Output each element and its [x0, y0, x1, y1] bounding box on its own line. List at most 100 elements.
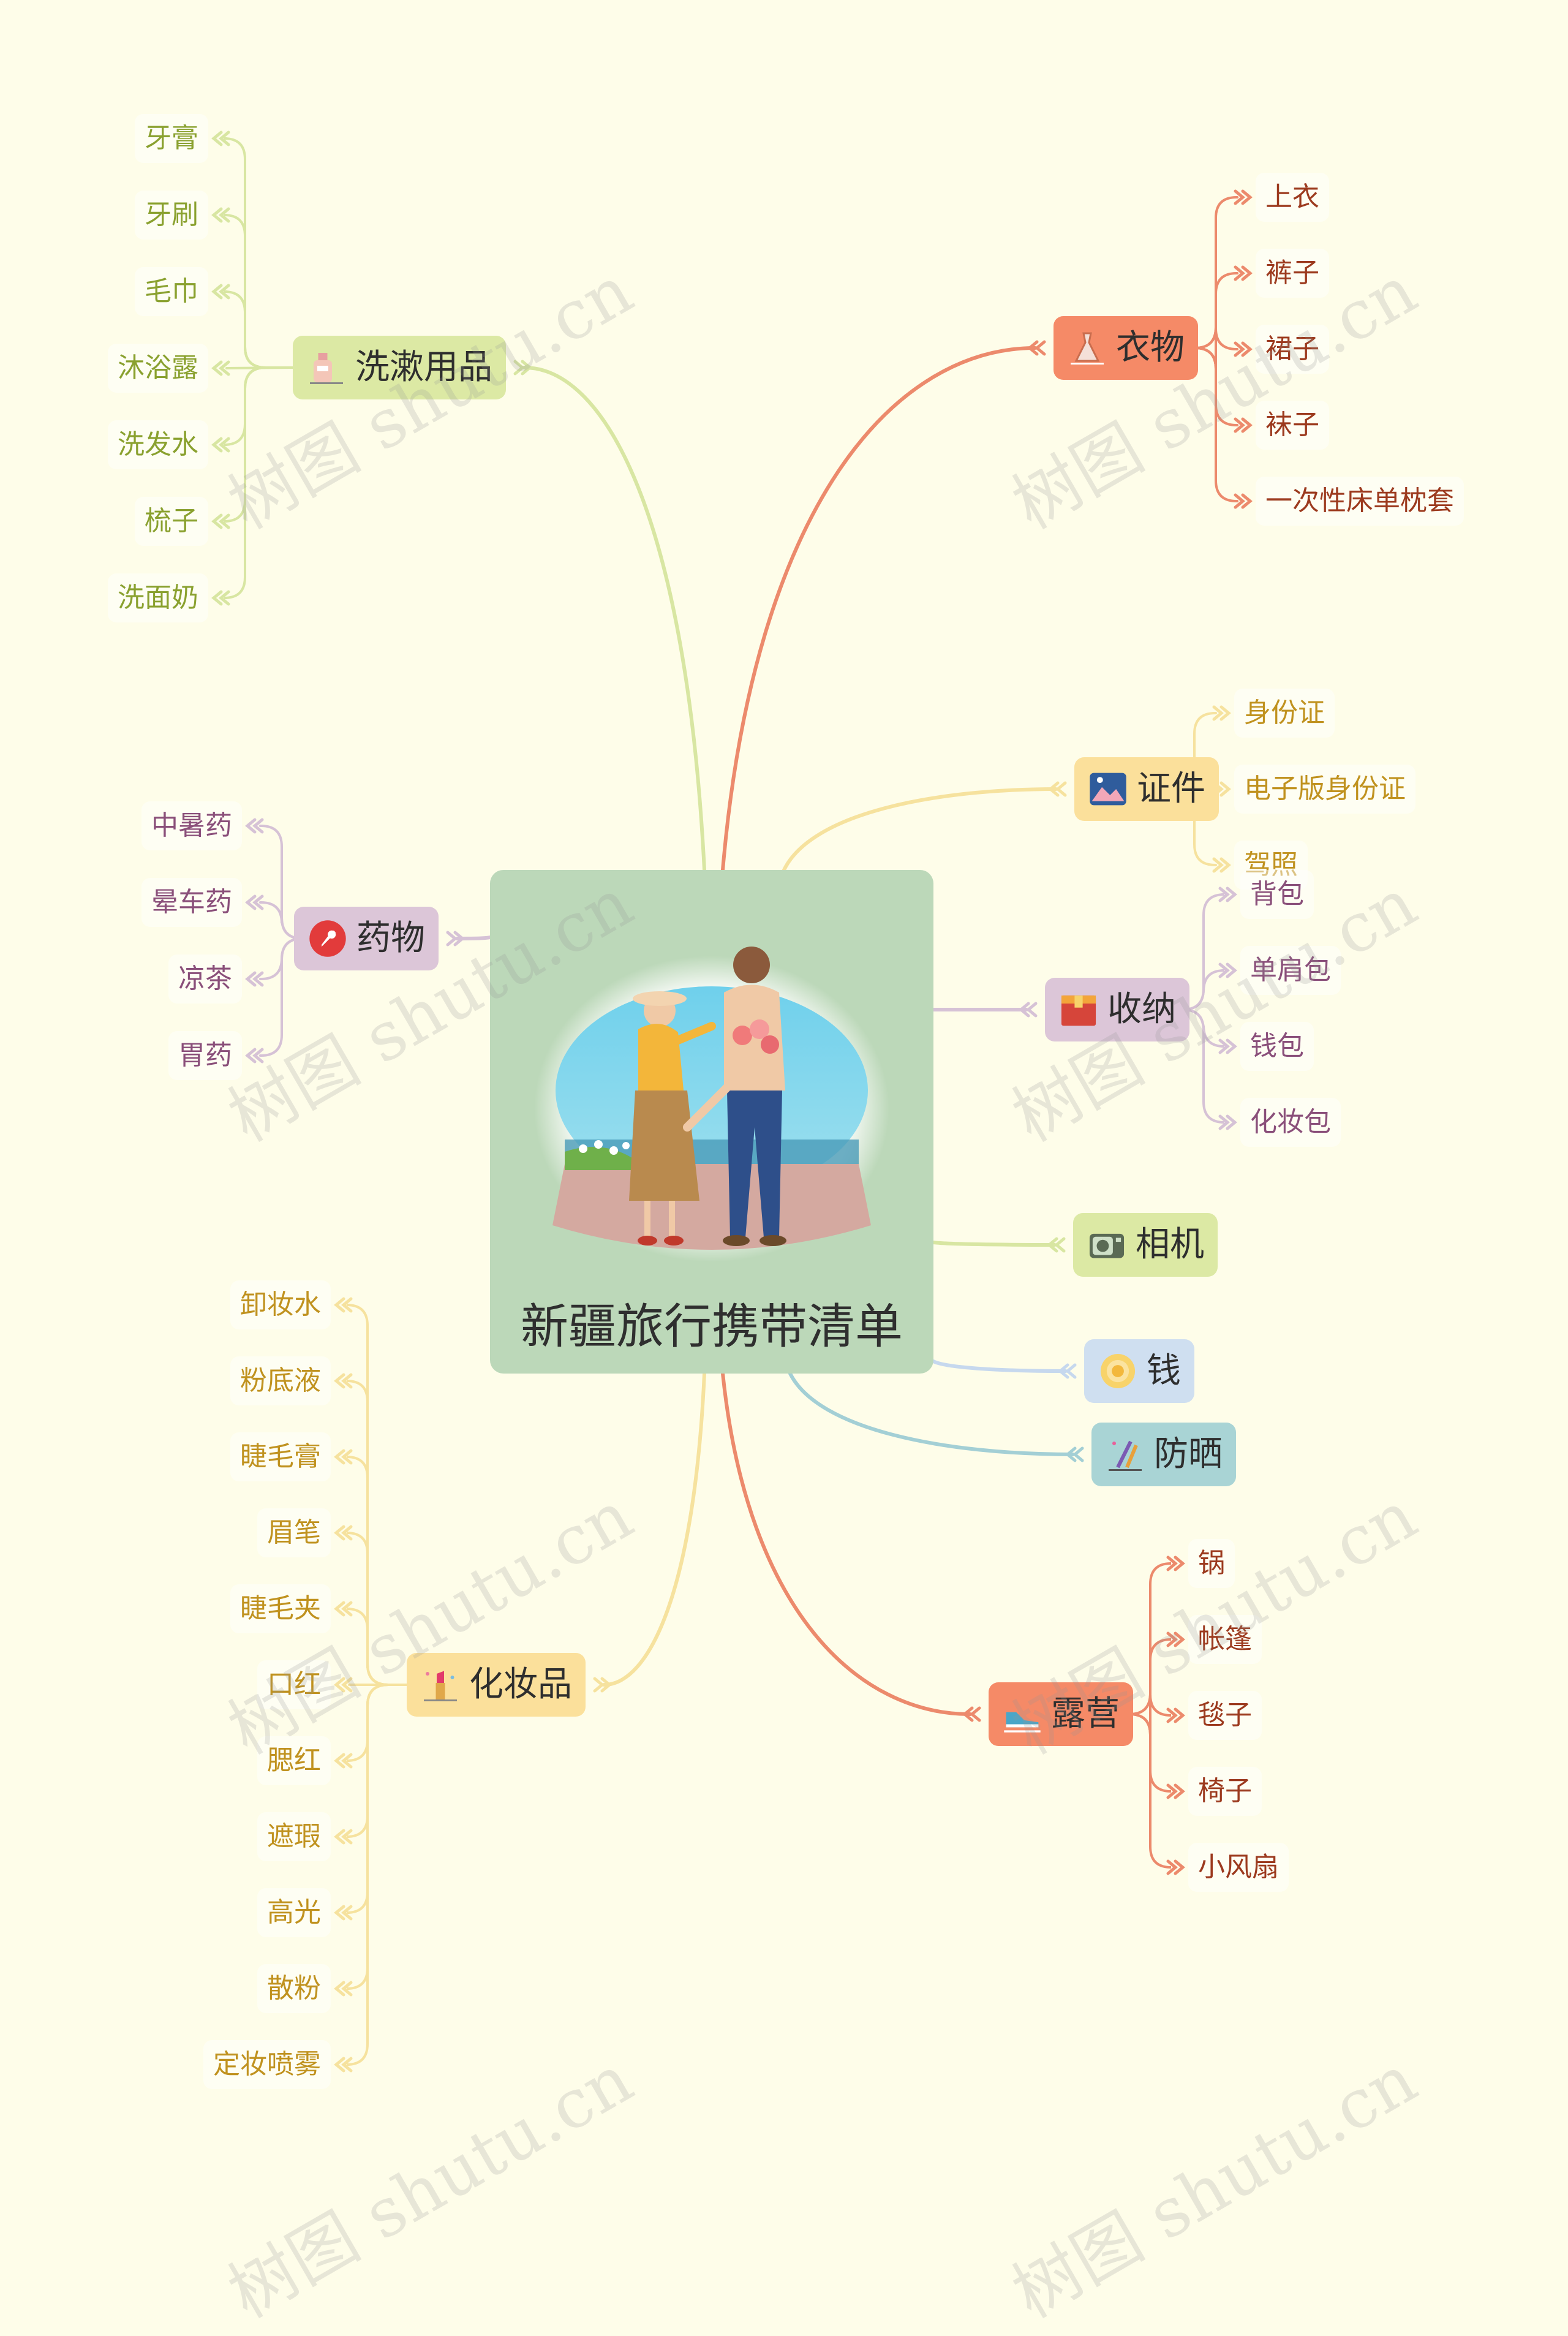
branch-qian[interactable]: 钱 [1084, 1339, 1194, 1403]
leaf-item[interactable]: 电子版身份证 [1234, 765, 1415, 814]
chevron-arrow-icon [1234, 417, 1253, 433]
connector-line [346, 1456, 408, 1686]
leaf-item[interactable]: 定妆喷雾 [203, 2040, 331, 2089]
branch-label: 防晒 [1154, 1434, 1223, 1474]
connector-line [224, 290, 294, 369]
camera-icon [1087, 1225, 1127, 1265]
connector-line [721, 1372, 972, 1716]
leaf-item[interactable]: 上衣 [1256, 173, 1329, 222]
chevron-arrow-icon [334, 2057, 353, 2073]
connector-line [346, 1684, 408, 1762]
branch-xiangji[interactable]: 相机 [1073, 1213, 1218, 1277]
leaf-item[interactable]: 口红 [257, 1660, 331, 1709]
chevron-arrow-icon [334, 1677, 353, 1693]
chevron-arrow-icon [1058, 1363, 1077, 1379]
chevron-arrow-icon [1048, 781, 1067, 797]
leaf-item[interactable]: 高光 [257, 1888, 331, 1937]
chevron-arrow-icon [593, 1677, 612, 1693]
branch-label: 化妆品 [469, 1665, 572, 1704]
leaf-item[interactable]: 睫毛膏 [230, 1432, 331, 1481]
chevron-arrow-icon [211, 207, 230, 223]
connector-layer [211, 130, 1253, 2073]
central-title: 新疆旅行携带清单 [520, 1299, 903, 1355]
branch-yaowu[interactable]: 药物 [294, 907, 439, 970]
branch-luying[interactable]: 露营 [989, 1682, 1133, 1746]
chevron-arrow-icon [211, 590, 230, 606]
chevron-arrow-icon [334, 1601, 353, 1617]
leaf-item[interactable]: 胃药 [168, 1031, 242, 1080]
chevron-arrow-icon [1166, 1555, 1185, 1571]
leaf-item[interactable]: 椅子 [1188, 1767, 1262, 1816]
leaf-item[interactable]: 晕车药 [141, 878, 242, 927]
leaf-item[interactable]: 袜子 [1256, 401, 1329, 450]
connector-line [932, 1241, 1057, 1247]
chevron-arrow-icon [245, 894, 264, 910]
leaf-item[interactable]: 身份证 [1234, 689, 1335, 738]
chevron-arrow-icon [245, 971, 264, 987]
chevron-arrow-icon [1166, 1631, 1185, 1647]
leaf-item[interactable]: 一次性床单枕套 [1256, 477, 1464, 526]
chevron-arrow-icon [334, 1753, 353, 1769]
chevron-arrow-icon [1218, 886, 1237, 902]
branch-zhengjian[interactable]: 证件 [1074, 757, 1219, 821]
connector-line [721, 346, 1037, 872]
leaf-item[interactable]: 沐浴露 [108, 344, 208, 393]
connector-line [224, 366, 294, 523]
mindmap-canvas: 新疆旅行携带清单 洗漱用品 牙膏牙刷毛巾沐浴露洗发水梳子洗面奶药物 中暑药晕车药凉茶… [108, 114, 1464, 2333]
leaf-item[interactable]: 散粉 [257, 1964, 331, 2013]
lipstick-icon [420, 1665, 461, 1705]
leaf-item[interactable]: 锅 [1188, 1539, 1235, 1588]
chevron-arrow-icon [1047, 1237, 1066, 1253]
leaf-item[interactable]: 钱包 [1240, 1022, 1314, 1071]
central-topic[interactable]: 新疆旅行携带清单 [490, 870, 933, 1374]
couple-illustration [534, 947, 889, 1262]
connector-line [224, 366, 294, 446]
leaf-item[interactable]: 腮红 [257, 1736, 331, 1785]
branch-label: 钱 [1147, 1351, 1181, 1391]
leaf-item[interactable]: 单肩包 [1240, 946, 1341, 995]
leaf-item[interactable]: 洗面奶 [108, 573, 208, 622]
branch-xishu[interactable]: 洗漱用品 [293, 336, 506, 399]
branch-yiwu[interactable]: 衣物 [1054, 316, 1198, 380]
branch-label: 药物 [356, 918, 425, 958]
leaf-item[interactable]: 小风扇 [1188, 1843, 1289, 1892]
chevron-arrow-icon [334, 1981, 353, 1997]
chevron-arrow-icon [334, 1905, 353, 1921]
connector-line [1194, 272, 1238, 349]
chevron-arrow-icon [211, 437, 230, 453]
branch-label: 洗漱用品 [355, 347, 492, 387]
leaf-item[interactable]: 眉笔 [257, 1508, 331, 1557]
connector-line [1182, 969, 1225, 1011]
leaf-item[interactable]: 化妆包 [1240, 1098, 1341, 1147]
leaf-item[interactable]: 背包 [1240, 870, 1314, 919]
connector-line [224, 214, 294, 369]
chevron-arrow-icon [334, 1297, 353, 1313]
chevron-arrow-icon [334, 1525, 353, 1541]
leaf-item[interactable]: 毯子 [1188, 1691, 1262, 1740]
branch-label: 露营 [1051, 1694, 1120, 1734]
leaf-item[interactable]: 驾照 [1234, 841, 1308, 890]
branch-shouna[interactable]: 收纳 [1045, 978, 1189, 1041]
leaf-item[interactable]: 睫毛夹 [230, 1584, 331, 1633]
connector-line [346, 1608, 408, 1686]
leaf-item[interactable]: 中暑药 [141, 801, 242, 850]
chevron-arrow-icon [211, 130, 230, 146]
chevron-arrow-icon [211, 360, 230, 376]
leaf-item[interactable]: 梳子 [135, 497, 208, 546]
leaf-item[interactable]: 裙子 [1256, 325, 1329, 374]
chevron-arrow-icon [1166, 1859, 1185, 1875]
leaf-item[interactable]: 毛巾 [135, 267, 208, 316]
branch-huazhuang[interactable]: 化妆品 [407, 1653, 586, 1717]
leaf-item[interactable]: 裤子 [1256, 249, 1329, 298]
leaf-item[interactable]: 凉茶 [168, 954, 242, 1004]
leaf-item[interactable]: 牙刷 [135, 191, 208, 240]
leaf-item[interactable]: 卸妆水 [230, 1280, 331, 1329]
branch-fangshai[interactable]: 防晒 [1091, 1423, 1236, 1486]
leaf-item[interactable]: 洗发水 [108, 420, 208, 469]
leaf-item[interactable]: 粉底液 [230, 1356, 331, 1405]
leaf-item[interactable]: 帐篷 [1188, 1615, 1262, 1664]
connector-line [1129, 1638, 1172, 1715]
leaf-item[interactable]: 遮瑕 [257, 1812, 331, 1861]
leaf-item[interactable]: 牙膏 [135, 114, 208, 163]
branch-label: 收纳 [1107, 989, 1176, 1029]
